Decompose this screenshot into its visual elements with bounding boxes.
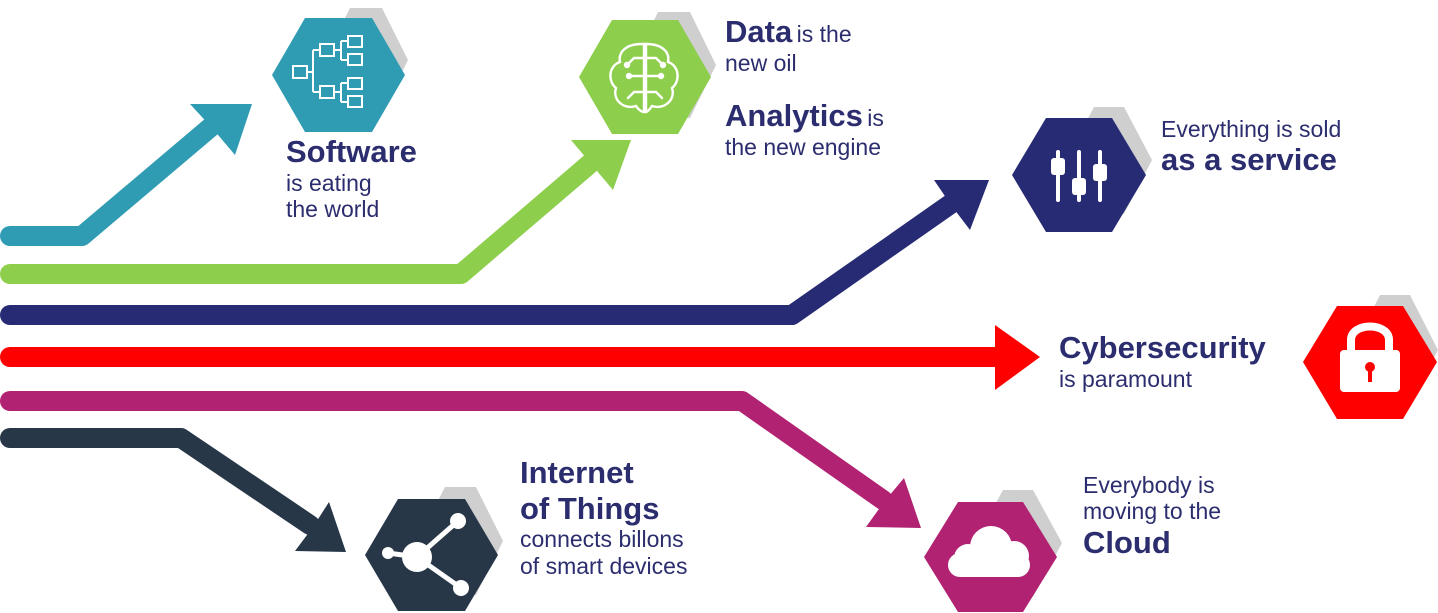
iot-title2: of Things	[520, 490, 660, 526]
iot-line2: of smart devices	[520, 552, 688, 579]
data-label: Data is the new oil	[725, 14, 852, 76]
cyber-line1: is paramount	[1059, 365, 1192, 392]
sliders-icon	[1051, 150, 1107, 202]
iot-arrowhead	[295, 502, 346, 552]
cloud-line1: Everybody is	[1083, 472, 1215, 498]
network-icon	[382, 513, 469, 596]
cloud-title: Cloud	[1083, 524, 1171, 560]
hierarchy-icon	[292, 35, 363, 108]
data-arrowhead	[571, 140, 631, 190]
analytics-line2: the new engine	[725, 133, 882, 160]
data-title: Data	[725, 14, 793, 49]
software-arrow-line	[0, 116, 222, 246]
service-arrowhead	[934, 180, 989, 230]
software-hex	[272, 18, 405, 132]
software-label: Software is eating the world	[286, 134, 417, 223]
data-arrow-line	[0, 151, 603, 284]
cyber-arrowhead	[995, 325, 1040, 390]
software-line2: the world	[286, 196, 380, 223]
cyber-title: Cybersecurity	[1059, 330, 1266, 365]
iot-arrow-line	[0, 428, 320, 535]
analytics-label: Analytics is the new engine	[725, 98, 884, 160]
service-arrow-line	[0, 193, 962, 325]
software-title: Software	[286, 134, 417, 169]
cloud-arrow-line	[0, 391, 893, 510]
cloud-icon	[948, 526, 1030, 577]
cloud-line2: moving to the	[1083, 498, 1222, 525]
service-line1: Everything is sold	[1161, 116, 1342, 142]
cloud-label: Everybody is moving to the Cloud	[1083, 472, 1221, 561]
analytics-title: Analytics	[725, 98, 863, 133]
data-line2: new oil	[725, 49, 797, 76]
software-arrowhead	[190, 104, 252, 155]
service-title: as a service	[1161, 142, 1337, 178]
software-line1: is eating	[286, 169, 372, 196]
analytics-suffix: is	[867, 105, 884, 131]
iot-line1: connects billons	[520, 526, 684, 553]
iot-title1: Internet	[520, 455, 634, 490]
cloud-arrowhead	[866, 478, 921, 528]
service-label: Everything is sold as a service	[1161, 116, 1341, 178]
data-suffix: is the	[796, 21, 852, 47]
iot-label: Internet of Things connects billons of s…	[520, 455, 687, 579]
cyber-label: Cybersecurity is paramount	[1059, 330, 1266, 392]
brain-icon	[609, 42, 679, 114]
padlock-icon	[1340, 322, 1400, 392]
